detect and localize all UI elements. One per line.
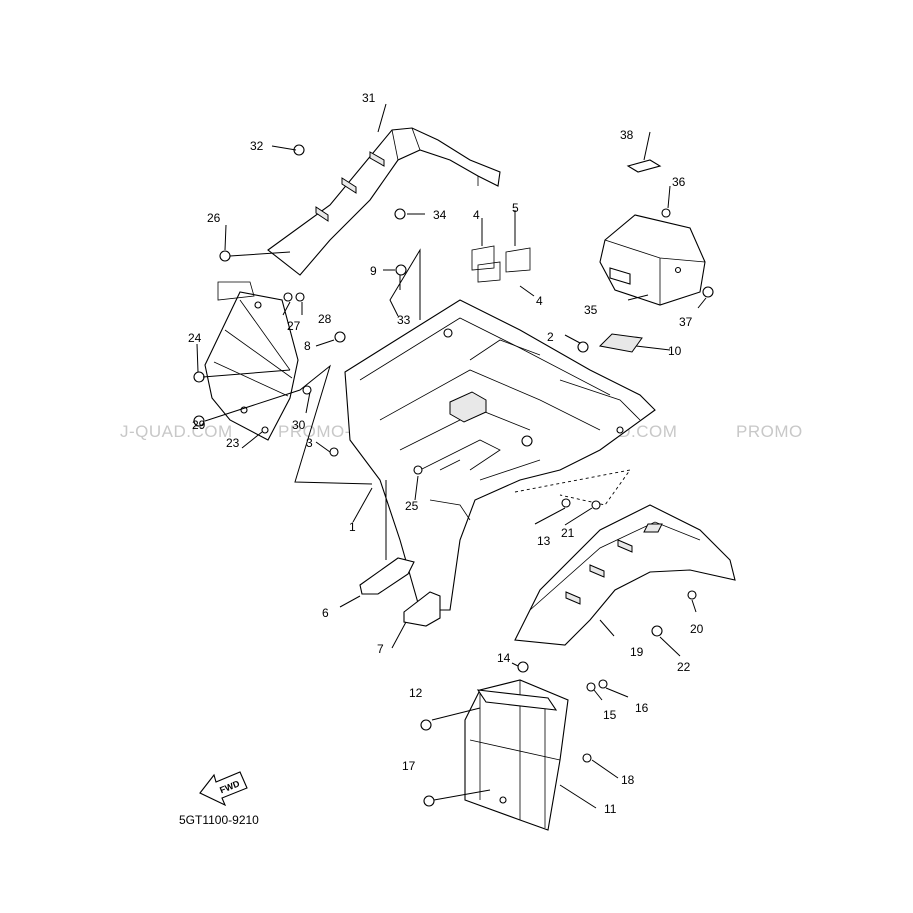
callout-label: 6 (322, 606, 329, 620)
part-4-decal (471, 245, 495, 271)
callout-labels: 1 2 3 4 4 5 6 7 8 9 10 11 12 13 14 15 16… (188, 91, 704, 816)
callout-label: 31 (362, 91, 376, 105)
callout-label: 4 (473, 208, 480, 222)
diagram-code: 5GT1100-9210 (179, 813, 259, 827)
callout-label: 28 (318, 312, 332, 326)
callout-label: 16 (635, 701, 649, 715)
callout-label: 37 (679, 315, 693, 329)
callout-label: 1 (349, 520, 356, 534)
callout-label: 32 (250, 139, 264, 153)
callout-label: 23 (226, 436, 240, 450)
part-38-clip (626, 159, 662, 173)
fwd-arrow-icon: FWD (199, 771, 248, 807)
callout-label: 9 (370, 264, 377, 278)
watermark-text: PROMO (736, 422, 803, 441)
fasteners (193, 144, 714, 807)
part-23-guard-plate-outline (217, 281, 255, 301)
callout-label: 24 (188, 331, 202, 345)
callout-label: 2 (547, 330, 554, 344)
callout-label: 25 (405, 499, 419, 513)
part-19-fender-arch (514, 504, 736, 646)
callout-label: 38 (620, 128, 634, 142)
callout-label: 4 (536, 294, 543, 308)
callout-label: 36 (672, 175, 686, 189)
part-31-rear-fender-flare (267, 127, 501, 276)
part-35-toolbox (599, 214, 706, 306)
part-10-pad (598, 333, 643, 353)
callout-label: 12 (409, 686, 423, 700)
callout-label: 18 (621, 773, 635, 787)
callout-label: 30 (292, 418, 306, 432)
callout-label: 21 (561, 526, 575, 540)
callout-label: 22 (677, 660, 691, 674)
callout-label: 14 (497, 651, 511, 665)
callout-label: 29 (192, 418, 206, 432)
part-23-guard-plate (204, 291, 299, 441)
part-6-bracket (359, 557, 415, 595)
callout-label: 7 (377, 642, 384, 656)
callout-label: 35 (584, 303, 598, 317)
callout-label: 10 (668, 344, 682, 358)
callout-label: 3 (306, 436, 313, 450)
callout-label: 33 (397, 313, 411, 327)
callout-label: 34 (433, 208, 447, 222)
callout-label: 15 (603, 708, 617, 722)
leader-lines (196, 103, 707, 809)
callout-label: 8 (304, 339, 311, 353)
watermark-text: J-QUAD.COM (120, 422, 233, 441)
part-7-bracket (403, 591, 441, 627)
callout-label: 17 (402, 759, 416, 773)
callout-label: 5 (512, 201, 519, 215)
part-5-decal (477, 261, 501, 283)
part-4-decal (505, 247, 531, 273)
callout-label: 20 (690, 622, 704, 636)
part-11-mud-flap (464, 679, 569, 831)
main-fender-body (344, 299, 656, 611)
callout-label: 26 (207, 211, 221, 225)
callout-label: 11 (604, 802, 617, 816)
callout-label: 19 (630, 645, 644, 659)
callout-label: 13 (537, 534, 551, 548)
callout-label: 27 (287, 319, 301, 333)
